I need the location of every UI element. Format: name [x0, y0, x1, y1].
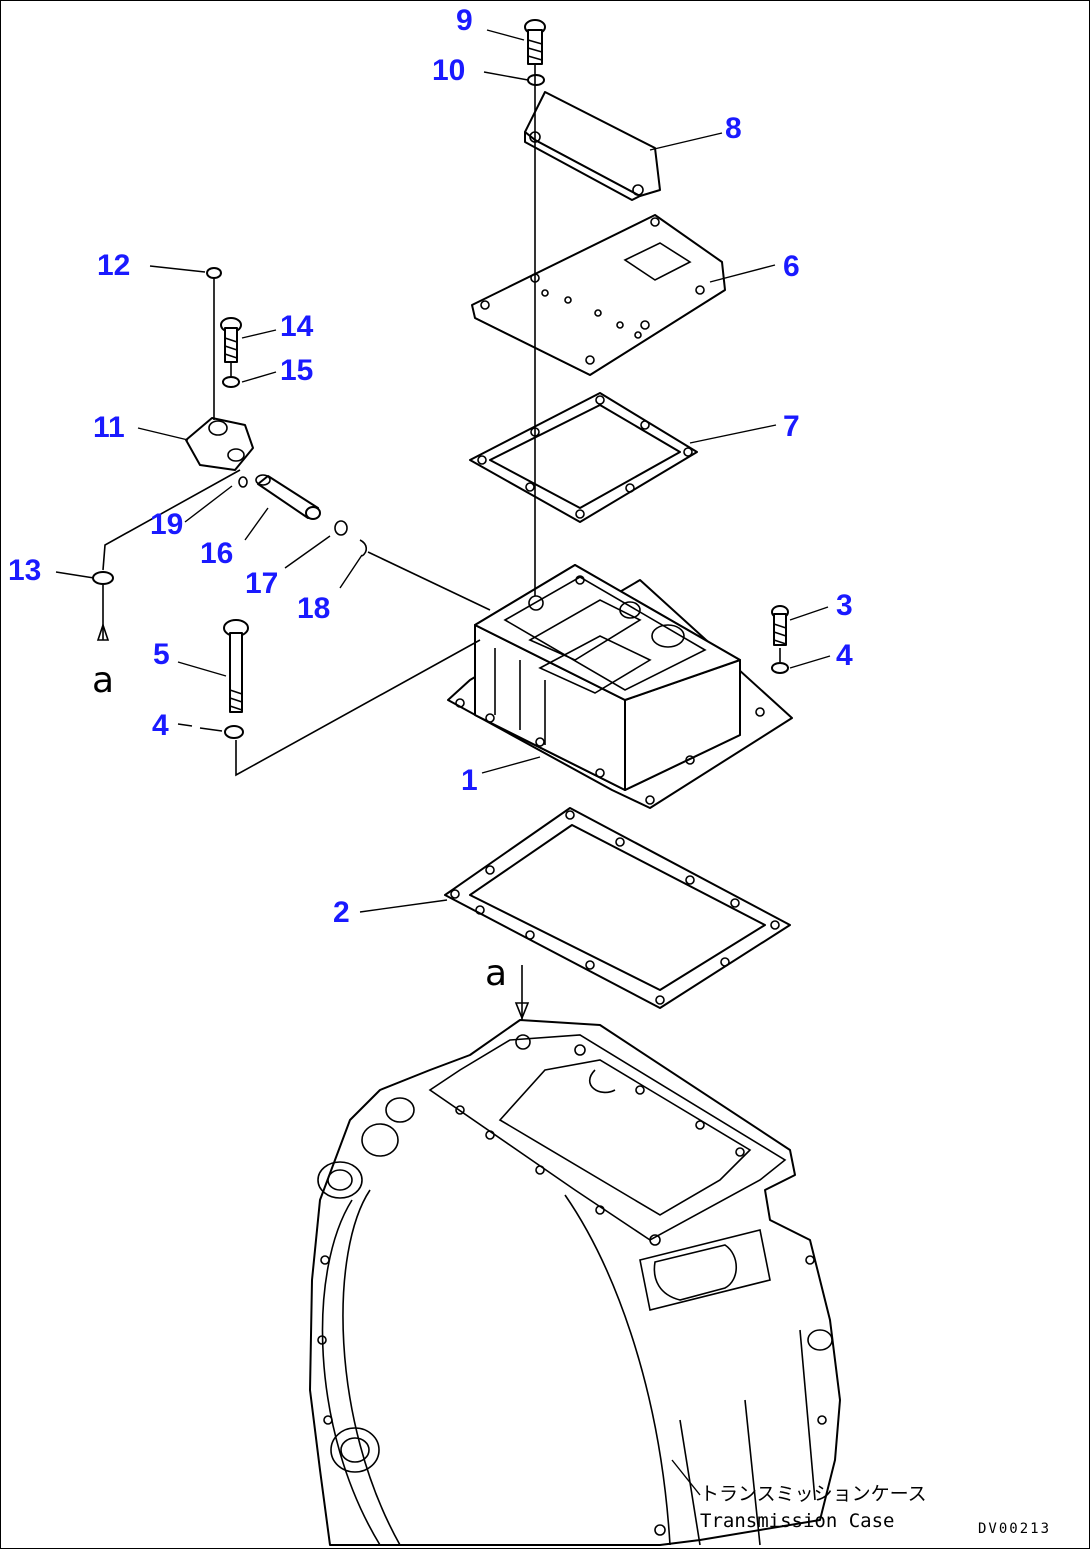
drawing-code: DV00213 — [978, 1521, 1051, 1537]
leader-lines — [55, 29, 831, 913]
caption-japanese: トランスミッションケース — [700, 1483, 927, 1505]
callout-9: 9 — [456, 4, 473, 37]
transmission-case — [309, 1019, 841, 1546]
bolt-14 — [220, 317, 242, 363]
bolt-5 — [223, 619, 249, 713]
block-11 — [185, 417, 254, 471]
callout-16: 16 — [200, 537, 233, 570]
callouts: 1 2 3 4 4 5 6 7 8 9 10 11 12 13 14 15 16… — [8, 4, 853, 929]
callout-12: 12 — [97, 249, 130, 282]
bracket-8 — [524, 91, 661, 201]
callout-4-left: 4 — [152, 709, 169, 742]
callout-10: 10 — [432, 54, 465, 87]
o-ring-19 — [238, 476, 248, 488]
callout-19: 19 — [150, 508, 183, 541]
callout-7: 7 — [783, 410, 800, 443]
callout-17: 17 — [245, 567, 278, 600]
caption-english: Transmission Case — [700, 1510, 894, 1532]
ref-mark-a-left: a — [92, 660, 114, 701]
gasket-7 — [469, 392, 698, 523]
assembly-lines — [96, 64, 781, 1021]
callout-18: 18 — [297, 592, 330, 625]
callout-11: 11 — [93, 411, 125, 444]
fitting-16 — [255, 474, 321, 520]
gasket-2 — [444, 807, 791, 1009]
callout-5: 5 — [153, 638, 170, 671]
callout-15: 15 — [280, 354, 313, 387]
washer-4-left — [224, 725, 244, 739]
bolt-9 — [524, 19, 546, 65]
washer-4-right — [771, 662, 789, 674]
callout-4-right: 4 — [836, 639, 853, 672]
callout-3: 3 — [836, 589, 853, 622]
ref-mark-a-bottom: a — [485, 953, 507, 994]
callout-6: 6 — [783, 250, 800, 283]
o-ring-17 — [334, 520, 348, 536]
callout-13: 13 — [8, 554, 41, 587]
o-ring-18 — [359, 539, 368, 557]
valve-housing-1 — [447, 564, 793, 809]
bolt-3 — [771, 605, 789, 646]
caption-leader — [671, 1459, 701, 1496]
washer-15 — [222, 376, 240, 388]
plug-13 — [92, 571, 114, 585]
callout-8: 8 — [725, 112, 742, 145]
cover-plate-6 — [471, 214, 726, 376]
callout-2: 2 — [333, 896, 350, 929]
bolt-12 — [206, 267, 222, 279]
washer-10 — [527, 74, 545, 86]
callout-1: 1 — [461, 764, 478, 797]
callout-14: 14 — [280, 310, 314, 343]
